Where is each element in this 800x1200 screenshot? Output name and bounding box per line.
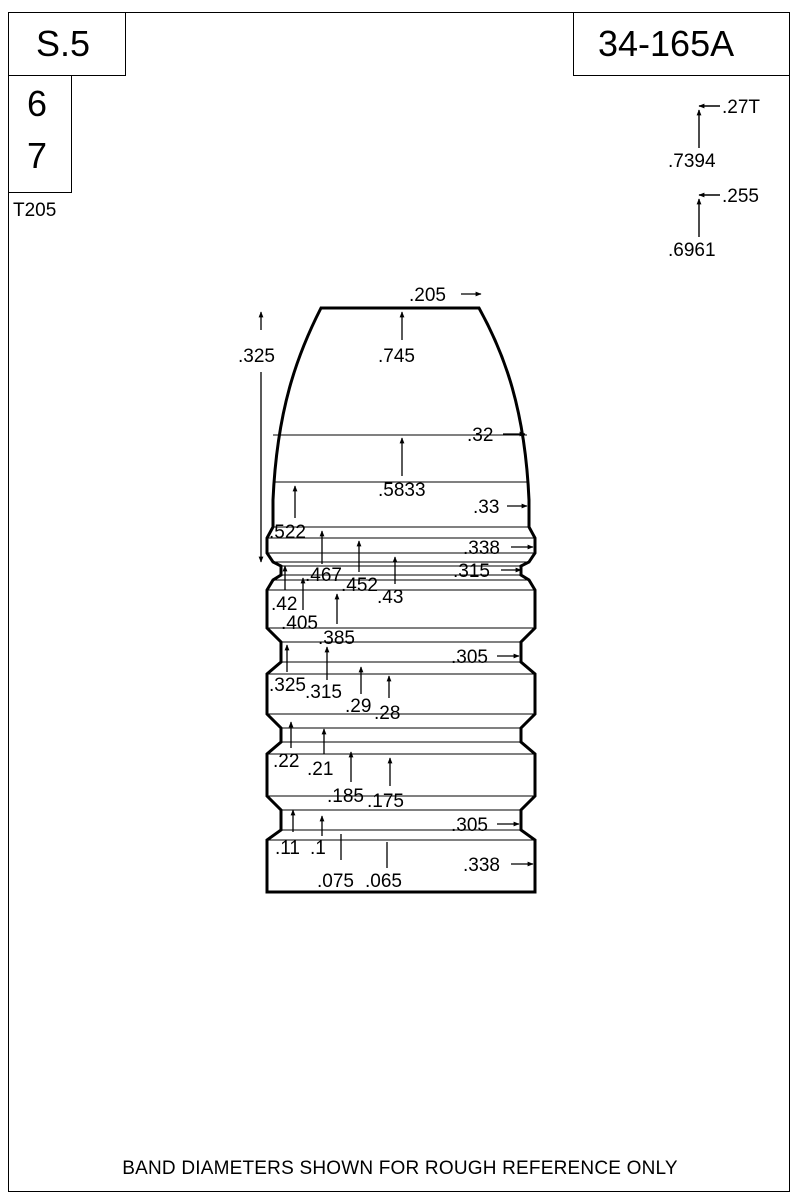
footer-note: BAND DIAMETERS SHOWN FOR ROUGH REFERENCE… (122, 1158, 678, 1179)
dimension-leaders (258, 291, 534, 868)
dim-5833: .5833 (378, 480, 426, 501)
dim-467: .467 (305, 565, 342, 586)
dim-075: .075 (317, 871, 354, 892)
side-spec-1-bottom: .7394 (668, 151, 716, 172)
dim-452: .452 (341, 575, 378, 596)
side-spec-2: .255 .6961 (668, 186, 759, 261)
dim-22: .22 (273, 751, 299, 772)
dim-nose-length-left: .325 (238, 346, 275, 367)
side-spec-2-top: .255 (722, 186, 759, 207)
dim-nose-tip: .205 (409, 285, 446, 306)
dim-522: .522 (269, 522, 306, 543)
side-spec-2-bottom: .6961 (668, 240, 716, 261)
dim-305-a: .305 (451, 647, 488, 668)
part-number-box (573, 12, 790, 76)
side-spec-1: .27T .7394 (668, 97, 760, 172)
dim-33: .33 (473, 497, 499, 518)
dim-065: .065 (365, 871, 402, 892)
dim-nose-length-center: .745 (378, 346, 415, 367)
dim-42: .42 (271, 594, 297, 615)
dim-405: .405 (281, 613, 318, 634)
dim-43: .43 (377, 587, 403, 608)
dim-325: .325 (269, 675, 306, 696)
side-spec-1-top: .27T (722, 97, 760, 118)
dim-385: .385 (318, 628, 355, 649)
dim-305-b: .305 (451, 815, 488, 836)
cavity-box (8, 75, 72, 193)
cavity-label-1: 6 (27, 83, 48, 124)
dim-11: .11 (275, 838, 300, 859)
part-number-label: 34-165A (598, 23, 735, 64)
dim-32: .32 (467, 425, 493, 446)
dim-315-b: .315 (305, 682, 342, 703)
dim-1: .1 (310, 838, 326, 859)
template-label: T205 (13, 200, 57, 221)
dim-21: .21 (307, 759, 333, 780)
dim-28: .28 (374, 703, 400, 724)
dimension-labels: .205 .325 .745 .32 .5833 .33 .522 .338 .… (238, 285, 500, 892)
dim-185: .185 (327, 786, 364, 807)
dim-338-top: .338 (463, 538, 500, 559)
drawing-frame (8, 12, 790, 1192)
cavity-label-2: 7 (27, 135, 48, 176)
dim-315: .315 (453, 561, 490, 582)
dim-29: .29 (345, 696, 371, 717)
series-label: S.5 (36, 23, 91, 64)
dim-175: .175 (367, 791, 404, 812)
band-lines (267, 434, 535, 841)
dim-338-bottom: .338 (463, 855, 500, 876)
